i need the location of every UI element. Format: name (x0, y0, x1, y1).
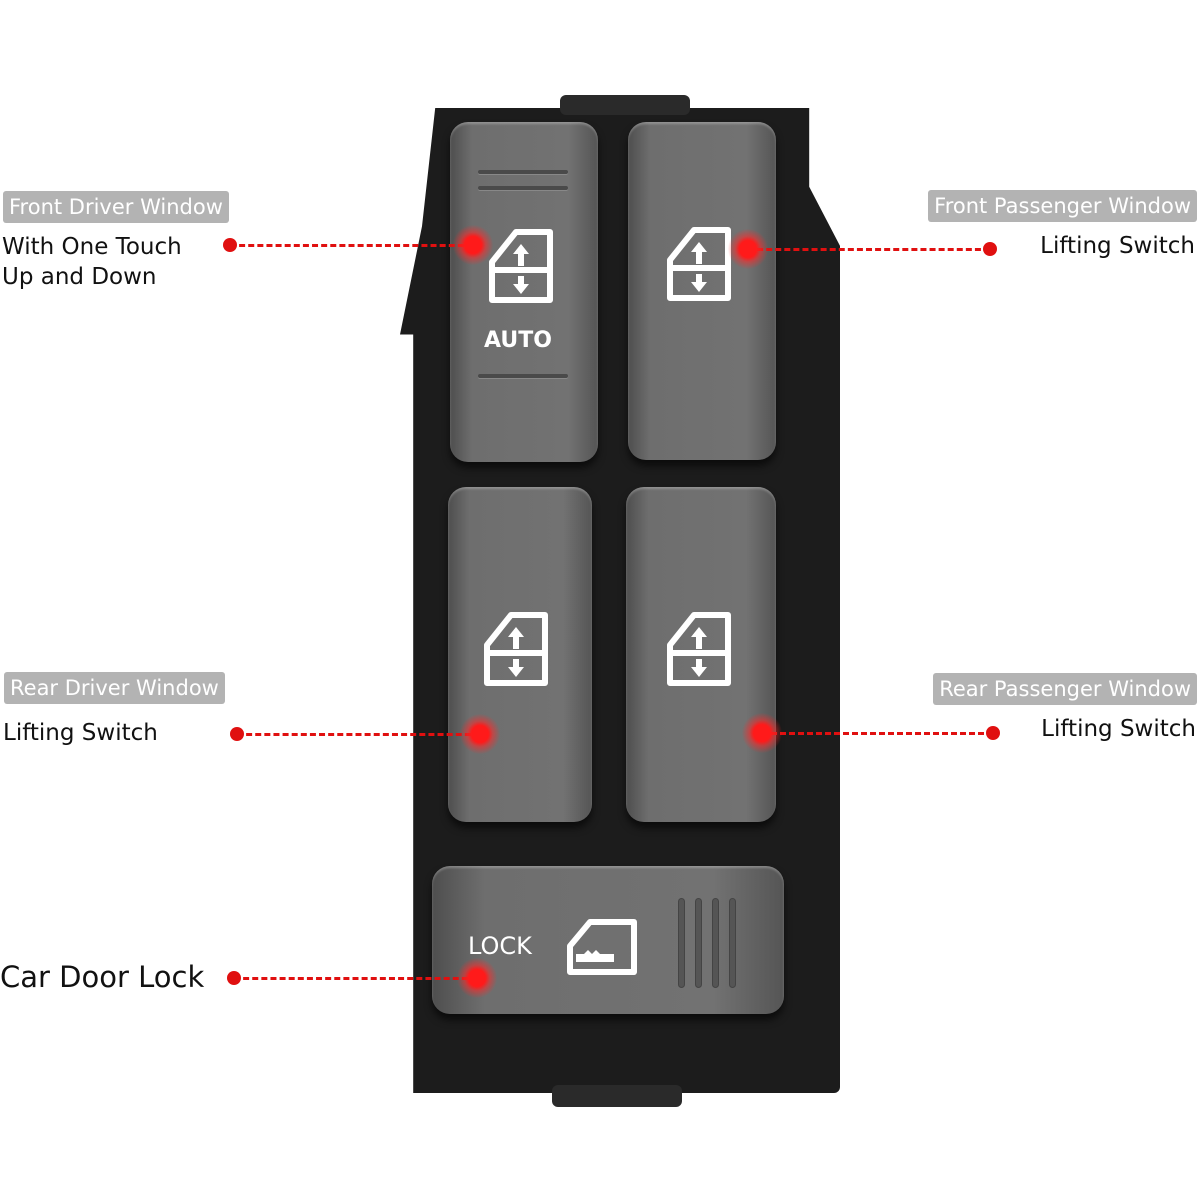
window-up-down-icon (489, 229, 553, 303)
door-lock-icon (567, 919, 637, 975)
front-driver-desc-2: Up and Down (2, 264, 157, 290)
front-driver-desc-1: With One Touch (2, 234, 182, 260)
front-passenger-window-switch[interactable] (628, 122, 776, 460)
grip-groove (729, 898, 736, 988)
leader-line (234, 977, 477, 980)
front-passenger-desc: Lifting Switch (1040, 233, 1195, 259)
rear-driver-desc: Lifting Switch (3, 720, 158, 746)
front-driver-window-tag: Front Driver Window (3, 191, 229, 223)
grip-groove (678, 898, 685, 988)
rear-driver-window-tag: Rear Driver Window (4, 672, 225, 704)
grip-groove (478, 374, 568, 378)
grip-groove (478, 186, 568, 190)
rear-passenger-window-switch[interactable] (626, 487, 776, 822)
leader-dot (227, 971, 241, 985)
leader-line (237, 733, 480, 736)
housing-bottom-tab (552, 1085, 682, 1107)
front-driver-window-switch[interactable]: AUTO (450, 122, 598, 462)
door-lock-desc: Car Door Lock (0, 960, 205, 994)
leader-dot (223, 238, 237, 252)
window-up-down-icon (484, 612, 548, 686)
housing-top-tab (560, 95, 690, 115)
callout-marker (453, 225, 493, 265)
window-up-down-icon (667, 227, 731, 301)
callout-marker (742, 713, 782, 753)
leader-line (748, 248, 990, 251)
lock-label: LOCK (468, 932, 532, 960)
leader-line (762, 732, 993, 735)
auto-label: AUTO (484, 328, 552, 353)
grip-groove (712, 898, 719, 988)
rear-passenger-desc: Lifting Switch (1041, 716, 1196, 742)
leader-dot (983, 242, 997, 256)
leader-dot (230, 727, 244, 741)
callout-marker (460, 714, 500, 754)
grip-groove (695, 898, 702, 988)
rear-passenger-window-tag: Rear Passenger Window (933, 673, 1197, 705)
window-up-down-icon (667, 612, 731, 686)
callout-marker (457, 958, 497, 998)
leader-line (230, 244, 473, 247)
rear-driver-window-switch[interactable] (448, 487, 592, 822)
front-passenger-window-tag: Front Passenger Window (928, 190, 1197, 222)
grip-groove (478, 170, 568, 174)
leader-dot (986, 726, 1000, 740)
callout-marker (728, 229, 768, 269)
